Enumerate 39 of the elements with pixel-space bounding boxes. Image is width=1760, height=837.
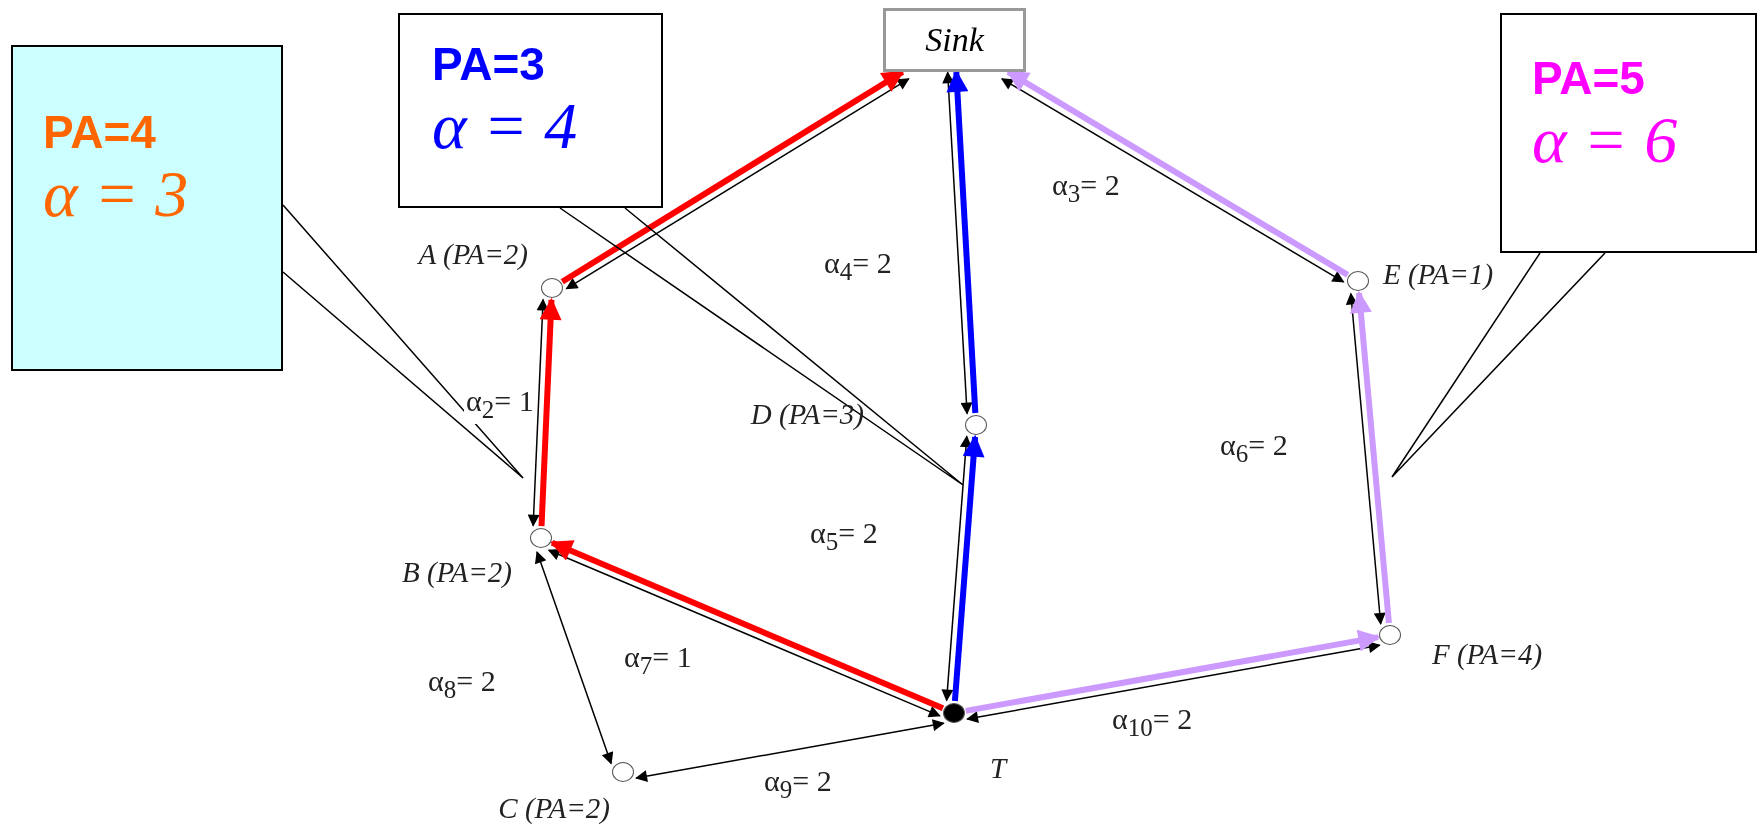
pa-value: PA=3 (432, 39, 545, 90)
link-arrow (941, 435, 972, 702)
path-arrow (965, 629, 1381, 714)
path-arrow (1349, 290, 1392, 624)
graph-node (530, 528, 552, 548)
node-label: C (PA=2) (497, 792, 610, 825)
alpha-value: α = 4 (432, 89, 578, 163)
callout-box (11, 45, 283, 371)
link-arrow (635, 719, 945, 783)
callout-box (1500, 13, 1757, 253)
callout-box (398, 13, 663, 208)
graph-node (965, 415, 987, 435)
link-arrow (534, 550, 614, 765)
graph-node (1347, 271, 1369, 291)
graph-node (1379, 625, 1401, 645)
link-arrow (966, 641, 1381, 723)
node-label: Sink (925, 21, 984, 59)
node-label: B (PA=2) (400, 556, 512, 589)
pa-value: PA=4 (43, 107, 156, 158)
graph-node (612, 762, 634, 782)
graph-node (541, 278, 563, 298)
alpha-value: α = 3 (43, 157, 189, 231)
link-arrow (942, 71, 973, 415)
node-label: E (PA=1) (1383, 258, 1495, 291)
pa-value: PA=5 (1532, 53, 1645, 104)
link-arrow (1345, 292, 1386, 625)
sink-box (883, 8, 1026, 72)
link-arrow (527, 298, 549, 527)
node-label: T (990, 752, 1009, 785)
node-label: A (PA=2) (416, 238, 528, 271)
path-arrow (538, 297, 562, 527)
path-arrow (951, 434, 985, 702)
node-label: D (PA=3) (749, 398, 864, 431)
alpha-value: α = 6 (1532, 103, 1678, 177)
filled-node (943, 703, 965, 723)
leader-line (559, 207, 964, 486)
leader-line (1391, 252, 1606, 478)
node-label: F (PA=4) (1432, 638, 1544, 671)
leader-line (282, 204, 524, 479)
